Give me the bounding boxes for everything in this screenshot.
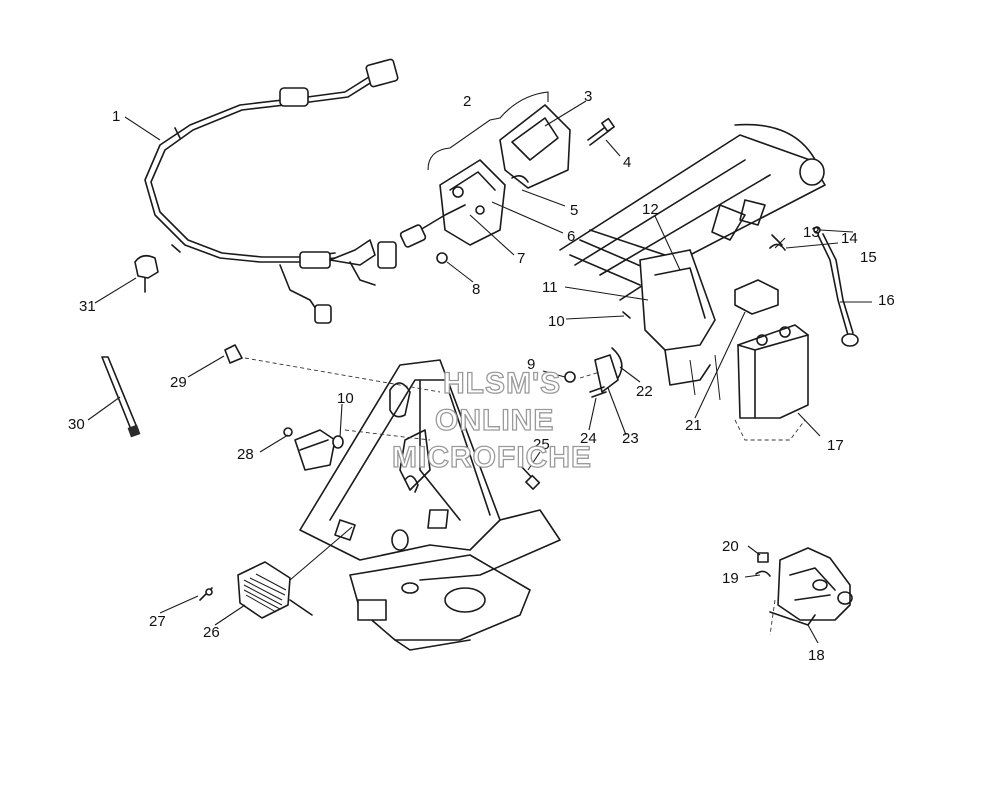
hardware [101, 254, 631, 619]
callout-2: 2 [463, 93, 471, 110]
watermark-line-2: ONLINE [435, 404, 554, 437]
frame-assembly [299, 123, 826, 651]
callout-4: 4 [623, 154, 631, 171]
callout-10a: 10 [548, 313, 565, 330]
callout-7: 7 [517, 250, 525, 267]
callout-9: 9 [527, 356, 535, 373]
callout-14: 14 [841, 230, 858, 247]
leader-lines [87, 91, 872, 644]
watermark-line-1: HLSM'S [443, 367, 561, 400]
callout-20: 20 [722, 538, 739, 555]
callout-5: 5 [570, 202, 578, 219]
battery-assembly [734, 226, 859, 419]
callout-27: 27 [149, 613, 166, 630]
callout-29: 29 [170, 374, 187, 391]
callout-12: 12 [642, 201, 659, 218]
callout-6: 6 [567, 228, 575, 245]
callout-19: 19 [722, 570, 739, 587]
watermark: HLSM'S ONLINE MICROFICHE [391, 366, 592, 474]
callout-18: 18 [808, 647, 825, 664]
callout-31: 31 [79, 298, 96, 315]
callout-8: 8 [472, 281, 480, 298]
rectifier-bracket [755, 547, 853, 626]
wiring-harness [144, 58, 399, 324]
callout-26: 26 [203, 624, 220, 641]
callout-30: 30 [68, 416, 85, 433]
callout-28: 28 [237, 446, 254, 463]
callout-23: 23 [622, 430, 639, 447]
callout-22: 22 [636, 383, 653, 400]
callout-21: 21 [685, 417, 702, 434]
callouts: 1 2 3 4 5 6 7 8 9 10 10 11 12 13 14 15 1… [68, 88, 895, 664]
tail-light-assembly [399, 104, 615, 264]
callout-24: 24 [580, 430, 597, 447]
callout-17: 17 [827, 437, 844, 454]
watermark-line-3: MICROFICHE [392, 441, 592, 474]
callout-3: 3 [584, 88, 592, 105]
callout-13: 13 [803, 224, 820, 241]
callout-16: 16 [878, 292, 895, 309]
callout-10b: 10 [337, 390, 354, 407]
callout-15: 15 [860, 249, 877, 266]
callout-1: 1 [112, 108, 120, 125]
callout-25: 25 [533, 436, 550, 453]
alignment-lines [244, 357, 806, 636]
callout-11: 11 [542, 279, 558, 296]
